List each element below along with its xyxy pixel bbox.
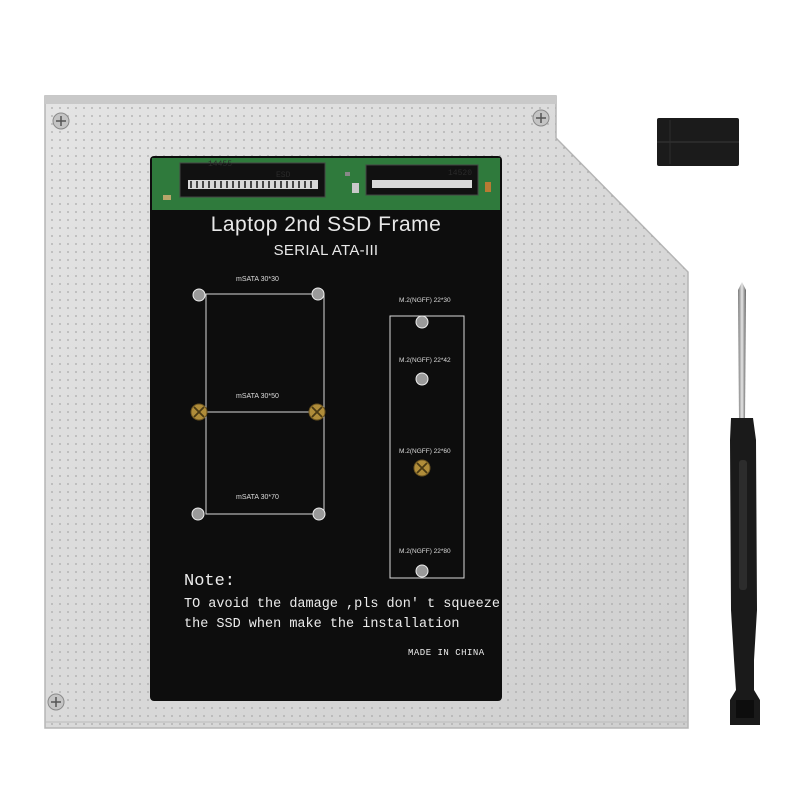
msata-label: mSATA 30*70: [236, 494, 279, 501]
caddy-screw-icon: [532, 109, 550, 127]
mount-hole-icon: [312, 507, 326, 521]
pcb-label-right: 14520: [448, 169, 473, 178]
brass-screw-icon: [413, 459, 431, 477]
mount-hole-icon: [192, 288, 206, 302]
foam-pad: [657, 118, 739, 166]
board-subtitle: SERIAL ATA-III: [273, 242, 379, 259]
caddy-screw-icon: [52, 112, 70, 130]
note-heading: Note:: [184, 572, 236, 591]
msata-label: mSATA 30*30: [236, 276, 279, 283]
m2-label: M.2(NGFF) 22*80: [399, 548, 451, 555]
note-line-1: TO avoid the damage ,pls don' t squeeze: [184, 597, 500, 612]
board-title: Laptop 2nd SSD Frame: [210, 213, 442, 236]
msata-label: mSATA 30*50: [236, 393, 279, 400]
mount-hole-icon: [311, 287, 325, 301]
m2-label: M.2(NGFF) 22*60: [399, 448, 451, 455]
mount-hole-icon: [415, 564, 429, 578]
brass-screw-icon: [190, 403, 208, 421]
m2-label: M.2(NGFF) 22*42: [399, 357, 451, 364]
pcb-label-left: 14455: [208, 160, 233, 169]
adapter-board: [150, 156, 502, 701]
mount-hole-icon: [191, 507, 205, 521]
pcb-label-esd: ESD: [276, 171, 291, 180]
m2-label: M.2(NGFF) 22*30: [399, 297, 451, 304]
mount-hole-icon: [415, 315, 429, 329]
mount-hole-icon: [415, 372, 429, 386]
note-line-2: the SSD when make the installation: [184, 617, 460, 632]
screwdriver: [730, 282, 760, 725]
brass-screw-icon: [308, 403, 326, 421]
caddy-screw-icon: [47, 693, 65, 711]
made-in-label: MADE IN CHINA: [408, 648, 485, 658]
